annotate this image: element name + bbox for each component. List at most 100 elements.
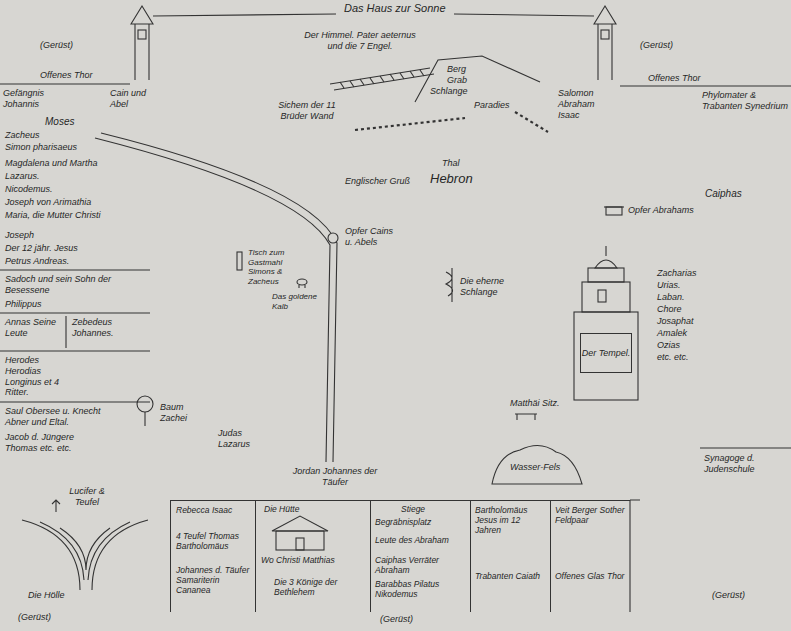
stage-label: Zacheus [5,130,40,141]
stage-label: Saul Obersee u. Knecht Abner und Eltal. [5,406,120,428]
hell-vortex-part [60,528,110,570]
temple-tower-part [598,290,606,302]
stage-label: (Gerüst) [40,40,73,51]
node-text: Bartholomäus Jesus im 12 Jahren [475,505,547,536]
node-text: Rebecca Isaac [176,505,252,515]
house-towers-part [131,6,153,24]
node-text: 4 Teufel Thomas Bartholomäus [176,531,252,551]
heaven-stairs-part [340,70,424,88]
node-text: Der Tempel. [582,348,631,359]
heaven-stairs-part [330,68,434,90]
stage-label: Chore [657,304,682,315]
stage-label: Matthäi Sitz. [510,398,560,409]
stage-label: (Gerüst) [18,612,51,623]
stage-label: Der 12 jähr. Jesus [5,243,78,254]
stage-label: Opfer Abrahams [628,205,694,216]
abraham-altar-part [604,206,624,207]
stage-label: Wasser-Fels [510,462,560,473]
stage-label: Offenes Thor [648,73,701,84]
serpent-pole [446,268,453,302]
stage-label: Offenes Thor [40,70,93,81]
stage-label: Schlange [430,86,468,97]
stage-label: Magdalena und Martha [5,158,98,169]
matthew-seat-part [515,414,537,420]
hell-vortex-part [92,520,148,590]
tree-part [137,396,153,412]
stage-label: Synagoge d. Judenschule [704,453,788,475]
hell-vortex-part [40,522,84,580]
list-separators-part [65,316,66,348]
house-towers-part [135,24,149,80]
stage-label: Moses [45,116,74,128]
stage-label: Gefängnis Johannis [3,88,65,110]
node-text: Leute des Abraham [375,535,467,545]
golden-calf-icon-part [297,279,307,285]
temple-tower-part [588,268,624,282]
road-part [101,133,337,462]
stage-label: Lazarus. [5,171,40,182]
road [95,133,338,462]
stage-label: Baum Zachei [160,402,202,424]
hut-house-part [272,516,328,531]
stage-label: Phylomater & Trabanten Synedrium [702,90,788,112]
stage-cell: StiegeBegräbnisplatzLeute des AbrahamCai… [370,500,470,612]
stage-label: Herodes Herodias Longinus et 4 Ritter. [5,355,65,398]
node-text: Offenes Glas Thor [555,571,627,581]
stage-label: Tisch zum Gastmahl Simons & Zacheus [248,248,310,286]
temple-tower-part [605,246,606,256]
node-text: Stiege [401,504,461,514]
water-rock [492,445,582,484]
stage-label: Petrus Andreas. [5,256,69,267]
stage-label: Paradies [474,100,510,111]
hut-house-part [276,531,324,550]
stage-label: Die eherne Schlange [460,276,512,298]
open-gate-line-part [0,83,130,84]
temple-tower [574,246,638,400]
house-towers-part [598,24,612,80]
grid-lines-part [630,500,640,612]
stage-label: Jordan Johannes der Täufer [280,466,390,488]
stage-label: Sadoch und sein Sohn der Besessene [5,274,150,296]
stage-label: Amalek [657,328,687,339]
stage-label: etc. etc. [657,352,689,363]
stage-label: Thal [442,158,460,169]
stage-label: Salomon Abraham Isaac [558,88,613,120]
hell-vortex-part [52,500,60,512]
node-text: Die 3 Könige der Bethlehem [274,577,366,597]
node-text: Caiphas Verräter Abraham [375,555,467,575]
open-gate-line [0,84,791,86]
stage-label: Zebedeus Johannes. [72,317,147,339]
serpent-pole-part [446,268,453,302]
abraham-altar-part [606,207,622,215]
water-rock-part [492,445,582,484]
stage-label: Nicodemus. [5,184,53,195]
stage-label: Der Himmel. Pater aeternus und die 7 Eng… [300,30,420,52]
list-separators-part [0,270,150,402]
stage-cell: Bartholomäus Jesus im 12 JahrenTrabanten… [470,500,550,612]
temple-tower-part [582,282,630,312]
synagogue-line [700,447,791,448]
grid-lines [630,500,640,612]
stage-label: (Gerüst) [712,590,745,601]
plan-title: Das Haus zur Sonne [344,2,446,14]
table-icon [237,252,242,270]
mountain-part [415,56,540,102]
road-part [328,233,338,243]
hell-vortex [22,500,148,590]
node-text: Barabbas Pilatus Nikodemus [375,579,467,599]
stage-label: Maria, die Mutter Christi [5,210,155,221]
tree [137,396,153,426]
node-text: Trabanten Caiath [475,571,547,581]
stage-label: Jacob d. Jüngere Thomas etc. etc. [5,432,85,454]
heaven-stairs [330,68,434,90]
stage-label: Laban. [657,292,685,303]
house-towers-part [601,30,609,39]
stage-label: Joseph von Arimathia [5,197,91,208]
node-text: Die Hütte [264,504,364,514]
synagogue-line-part [700,447,791,448]
paradise-stairs-part [515,112,548,132]
temple-tower-part [574,312,638,400]
stage-cell: Veit Berger Sother FeldpaarOffenes Glas … [550,500,630,612]
temple-box: Der Tempel. [580,333,632,373]
node-text: Begräbnisplatz [375,517,467,527]
